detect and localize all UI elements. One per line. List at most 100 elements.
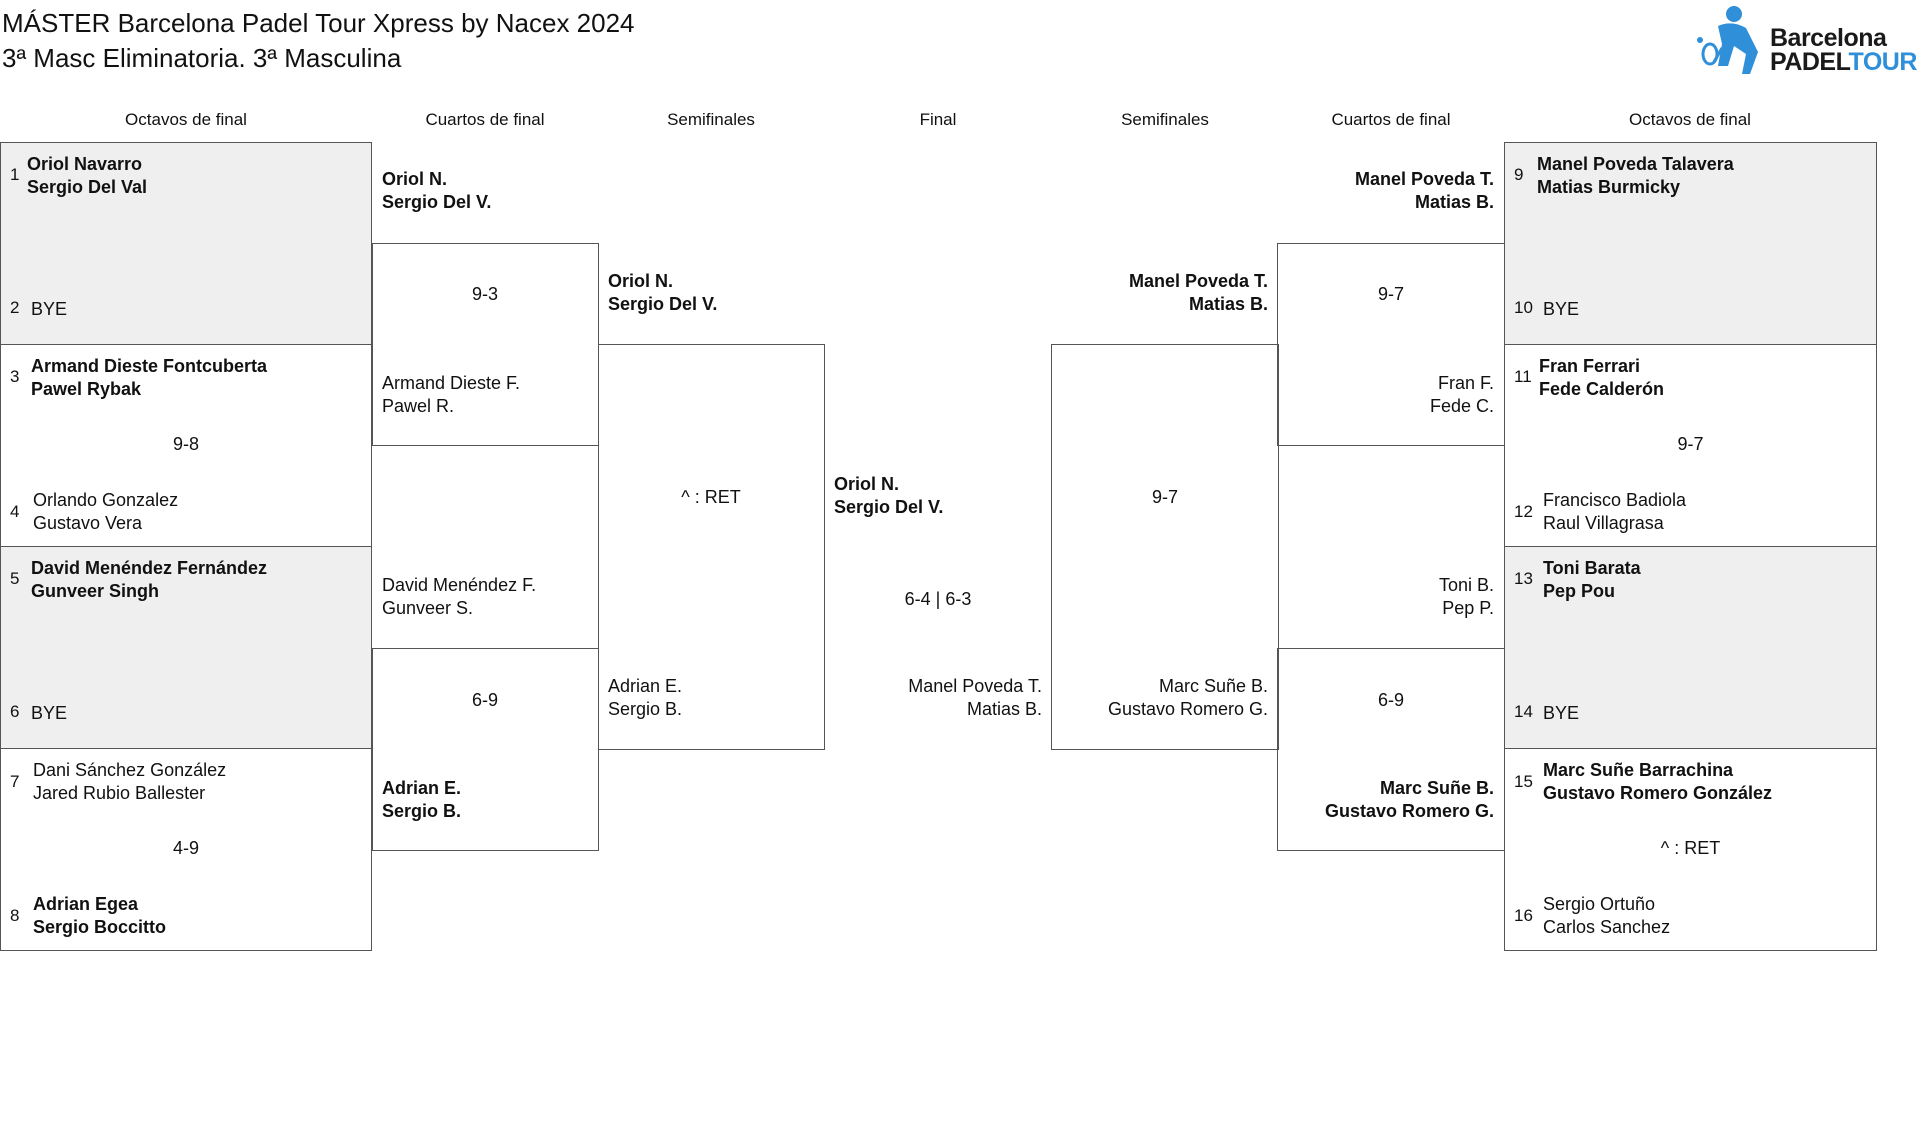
match-box-right-r16-4	[1504, 748, 1877, 951]
player-name: Marc Suñe B.	[1379, 778, 1494, 798]
match-box-left-sf	[598, 344, 825, 750]
match-box-right-r16-1	[1504, 142, 1877, 345]
team-name: Manel Poveda T. Matias B.	[834, 675, 1042, 721]
player-name: Manel Poveda T.	[908, 676, 1042, 696]
bye-label: BYE	[1543, 703, 1580, 723]
team-name: Sergio Ortuño Carlos Sanchez	[1543, 893, 1670, 939]
team-name: Oriol N. Sergio Del V.	[608, 270, 717, 316]
player-name: Sergio Boccitto	[33, 917, 167, 937]
player-name: Pawel R.	[382, 396, 455, 416]
player-name: Oriol N.	[608, 271, 674, 291]
player-name: Sergio Del V.	[608, 294, 718, 314]
match-score: 6-4 | 6-3	[904, 589, 972, 609]
seed-number: 15	[1514, 772, 1533, 791]
player-name: Manel Poveda T.	[1354, 169, 1494, 189]
match-box-left-r16-4	[0, 748, 372, 951]
round-header-right-qf: Cuartos de final	[1331, 110, 1451, 129]
player-name: Fran Ferrari	[1539, 356, 1641, 376]
player-name: Orlando Gonzalez	[33, 490, 179, 510]
team-name: David Menéndez F. Gunveer S.	[382, 574, 536, 620]
player-name: Pep P.	[1442, 598, 1494, 618]
player-name: Armand Dieste Fontcuberta	[31, 356, 268, 376]
player-name: Pawel Rybak	[31, 379, 142, 399]
player-name: Marc Suñe Barrachina	[1543, 760, 1734, 780]
round-header-right-r16: Octavos de final	[1629, 110, 1751, 129]
team-name: Francisco Badiola Raul Villagrasa	[1543, 489, 1686, 535]
team-name: Orlando Gonzalez Gustavo Vera	[33, 489, 178, 535]
team-name: BYE	[31, 702, 67, 725]
player-name: Sergio Del V.	[382, 192, 492, 212]
round-header-left-sf: Semifinales	[667, 110, 755, 129]
page-title: MÁSTER Barcelona Padel Tour Xpress by Na…	[2, 8, 635, 38]
page-subtitle: 3ª Masc Eliminatoria. 3ª Masculina	[2, 43, 402, 73]
player-name: Jared Rubio Ballester	[33, 783, 206, 803]
match-score: ^ : RET	[681, 487, 741, 507]
player-name: Francisco Badiola	[1543, 490, 1687, 510]
player-name: Dani Sánchez González	[33, 760, 227, 780]
player-name: Toni B.	[1438, 575, 1494, 595]
seed-number: 14	[1514, 702, 1533, 721]
match-score: 9-3	[471, 284, 498, 304]
seed-number: 1	[10, 165, 20, 184]
match-score: 9-7	[1151, 487, 1178, 507]
round-header-right-sf: Semifinales	[1121, 110, 1209, 129]
player-name: Fran F.	[1437, 373, 1494, 393]
team-name: Adrian E. Sergio B.	[608, 675, 682, 721]
player-name: Adrian Egea	[33, 894, 139, 914]
team-name: Adrian Egea Sergio Boccitto	[33, 893, 166, 939]
player-name: Gunveer S.	[382, 598, 474, 618]
player-name: Sergio Del Val	[27, 177, 148, 197]
team-name: Toni B. Pep P.	[1288, 574, 1494, 620]
match-box-left-r16-1	[0, 142, 372, 345]
player-name: David Menéndez F.	[382, 575, 537, 595]
player-name: Fede C.	[1429, 396, 1494, 416]
match-score: 9-7	[1677, 434, 1704, 454]
team-name: Marc Suñe Barrachina Gustavo Romero Gonz…	[1543, 759, 1772, 805]
player-name: Oriol N.	[834, 474, 900, 494]
player-name: Matias Burmicky	[1537, 177, 1681, 197]
seed-number: 11	[1514, 367, 1532, 386]
player-name: Gunveer Singh	[31, 581, 160, 601]
match-score: 6-9	[471, 690, 498, 710]
team-name: Adrian E. Sergio B.	[382, 777, 461, 823]
match-box-left-r16-3	[0, 546, 372, 749]
match-score: 9-8	[172, 434, 199, 454]
team-name: Manel Poveda T. Matias B.	[1288, 168, 1494, 214]
player-name: Pep Pou	[1543, 581, 1616, 601]
seed-number: 4	[10, 502, 20, 521]
team-name: Manel Poveda Talavera Matias Burmicky	[1537, 153, 1734, 199]
player-name: Manel Poveda T.	[1128, 271, 1268, 291]
brand-logo: Barcelona PADELTOUR	[1688, 4, 1918, 80]
match-box-right-r16-3	[1504, 546, 1877, 749]
team-name: BYE	[31, 298, 67, 321]
player-name: Gustavo Romero G.	[1324, 801, 1494, 821]
player-name: David Menéndez Fernández	[31, 558, 268, 578]
player-name: Gustavo Romero González	[1543, 783, 1773, 803]
seed-number: 3	[10, 367, 20, 386]
team-name: Oriol N. Sergio Del V.	[834, 473, 943, 519]
seed-number: 9	[1514, 165, 1524, 184]
player-name: Adrian E.	[608, 676, 683, 696]
player-name: Adrian E.	[382, 778, 462, 798]
team-name: BYE	[1543, 702, 1579, 725]
player-name: Fede Calderón	[1539, 379, 1665, 399]
player-name: Carlos Sanchez	[1543, 917, 1671, 937]
team-name: Fran F. Fede C.	[1288, 372, 1494, 418]
player-name: Sergio B.	[608, 699, 683, 719]
seed-number: 16	[1514, 906, 1533, 925]
player-name: Gustavo Romero G.	[1107, 699, 1268, 719]
round-header-left-r16: Octavos de final	[125, 110, 247, 129]
seed-number: 8	[10, 906, 20, 925]
player-name: Manel Poveda Talavera	[1537, 154, 1734, 174]
match-score: 4-9	[172, 838, 199, 858]
team-name: Manel Poveda T. Matias B.	[1062, 270, 1268, 316]
bye-label: BYE	[31, 703, 68, 723]
logo-text-padeltour: PADELTOUR	[1770, 48, 1917, 76]
player-name: Sergio B.	[382, 801, 462, 821]
team-name: Armand Dieste F. Pawel R.	[382, 372, 520, 418]
team-name: BYE	[1543, 298, 1579, 321]
match-score: 6-9	[1377, 690, 1404, 710]
team-name: Oriol N. Sergio Del V.	[382, 168, 491, 214]
bye-label: BYE	[1543, 299, 1580, 319]
seed-number: 12	[1514, 502, 1533, 521]
